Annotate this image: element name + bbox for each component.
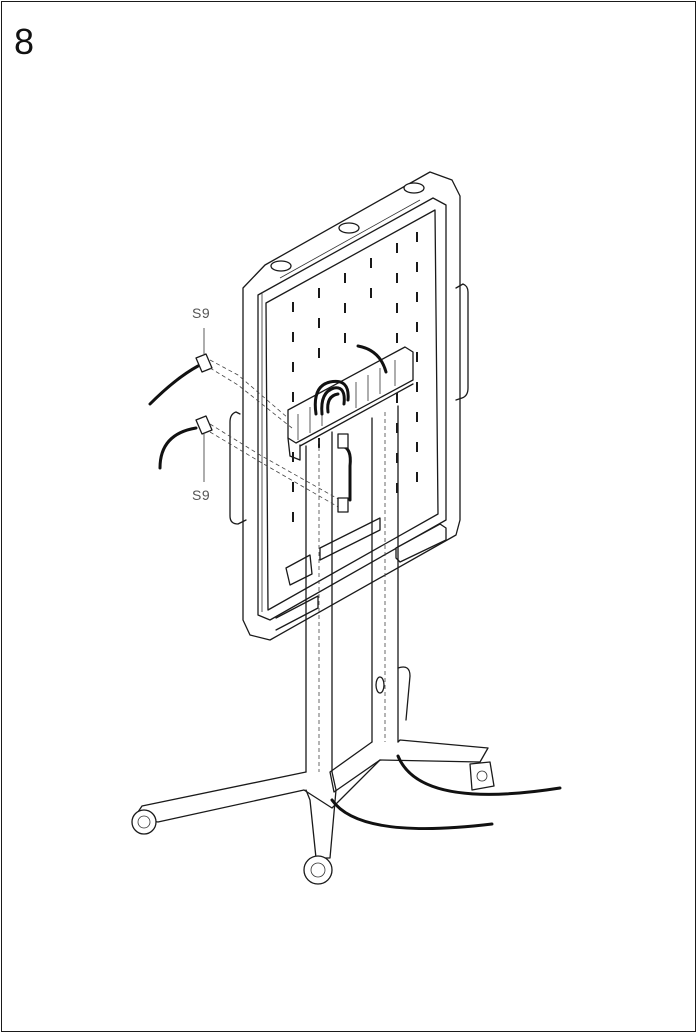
- clip-position-lower: [337, 497, 349, 513]
- cable-tie-upper: [148, 328, 293, 429]
- floor-cables: [330, 754, 562, 831]
- clip-position-upper: [337, 433, 349, 449]
- cable-tie-lower: [158, 415, 341, 509]
- callout-label-s9-lower: S9: [192, 487, 211, 503]
- upper-bracket: [287, 346, 414, 461]
- cable-bundle: [313, 344, 388, 502]
- stand-column: [305, 405, 411, 773]
- callout-label-s9-upper: S9: [192, 305, 211, 321]
- stand-base: [131, 739, 495, 885]
- caster-right: [469, 761, 495, 791]
- step-number: 8: [14, 21, 35, 62]
- caster-front: [303, 855, 333, 885]
- caster-left: [131, 809, 157, 835]
